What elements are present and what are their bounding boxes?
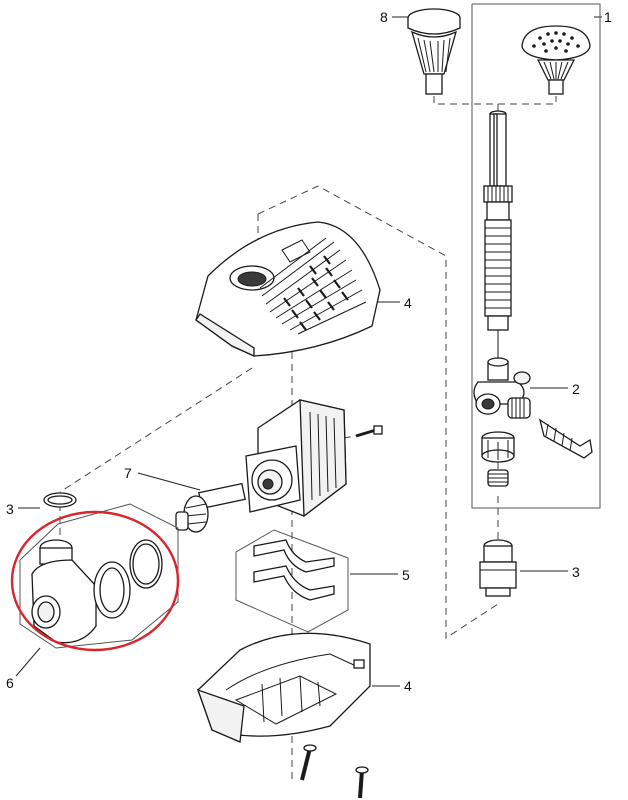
pump-housing-group-part-6	[19, 503, 179, 649]
thread-piece	[487, 469, 509, 487]
callout-3-right: 3	[572, 564, 580, 580]
callout-5: 5	[402, 567, 410, 583]
base-tray-part-4-bottom	[196, 632, 371, 799]
fountain-set-frame	[471, 3, 601, 509]
base-screw-right	[355, 766, 369, 799]
hose-tail	[538, 418, 593, 459]
motor-screw	[355, 425, 383, 438]
callout-8: 8	[380, 9, 388, 25]
nozzle-part-8	[407, 8, 461, 95]
union-nut	[481, 431, 515, 463]
callout-4-top: 4	[404, 295, 412, 311]
callout-4-bottom: 4	[404, 678, 412, 694]
housing-o-ring	[129, 539, 163, 589]
highlight-circle	[10, 510, 180, 652]
adapter-part-3-right	[479, 539, 517, 597]
housing-seal-ring	[93, 561, 131, 619]
callout-3-left: 3	[6, 501, 14, 517]
motor-unit	[245, 399, 383, 518]
pump-housing	[31, 539, 97, 644]
base-screw-left	[300, 744, 317, 781]
callout-7: 7	[124, 465, 132, 481]
foam-inserts-part-5	[235, 529, 349, 633]
callout-1: 1	[604, 9, 612, 25]
thread-adapter	[507, 397, 531, 419]
riser-tube	[483, 110, 513, 360]
filter-cover-part-4-top	[195, 221, 381, 358]
callout-2: 2	[572, 381, 580, 397]
impeller-part-7	[175, 482, 246, 533]
t-piece-part-2	[473, 357, 593, 487]
callout-6: 6	[6, 675, 14, 691]
fountain-head	[521, 25, 591, 95]
o-ring-part-3-left	[43, 492, 77, 508]
